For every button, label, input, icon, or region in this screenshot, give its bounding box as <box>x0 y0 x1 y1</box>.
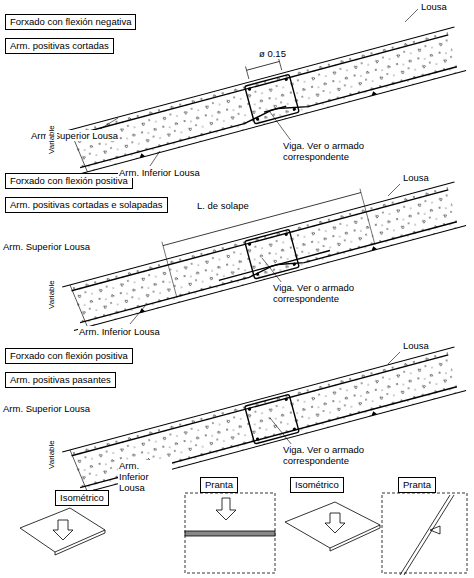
annotation-label: ø 0.15 <box>258 48 287 59</box>
annotation-label: Viga. Ver o armado correspondente <box>282 444 384 466</box>
box-text: Forxado con flexión negativa <box>10 16 131 27</box>
label-box: Isométrico <box>290 477 344 493</box>
box-text: Pranta <box>205 479 233 490</box>
annotation-label: Arm. Inferior Lousa <box>118 167 201 178</box>
label-box: Pranta <box>398 477 436 493</box>
annotation-label: Viga. Ver o armado correspondente <box>272 282 374 304</box>
label-box: Arm. positivas cortadas e solapadas <box>5 197 168 213</box>
box-text: Forxado con flexión positiva <box>10 350 128 361</box>
box-text: Arm. positivas cortadas e solapadas <box>10 199 163 210</box>
annotation-label: Arm. Superior Lousa <box>2 241 91 252</box>
label-box: Arm. positivas cortadas <box>5 38 114 54</box>
annotation-label: Variable <box>46 439 57 470</box>
box-text: Forxado con flexión positiva <box>10 175 128 186</box>
annotation-label: Lousa <box>402 172 430 183</box>
label-box: Isométrico <box>55 490 109 506</box>
label-box: Forxado con flexión positiva <box>5 348 133 364</box>
annotation-label: Arm. Inferior Lousa <box>118 460 172 493</box>
annotation-label: Lousa <box>420 1 448 12</box>
label-box: Pranta <box>200 477 238 493</box>
box-text: Arm. positivas cortadas <box>10 40 109 51</box>
annotation-label: Variable <box>46 124 57 155</box>
label-box: Arm. positivas pasantes <box>5 372 116 388</box>
box-text: Isométrico <box>295 479 339 490</box>
annotation-label: Arm. Superior Lousa <box>30 130 119 141</box>
label-box: Forxado con flexión negativa <box>5 14 136 30</box>
box-text: Arm. positivas pasantes <box>10 374 111 385</box>
annotation-label: Lousa <box>402 340 430 351</box>
box-text: Pranta <box>403 479 431 490</box>
annotation-label: Variable <box>46 279 57 310</box>
annotation-label: Arm. Superior Lousa <box>2 403 91 414</box>
box-text: Isométrico <box>60 492 104 503</box>
annotation-label: Arm. Inferior Lousa <box>78 326 161 337</box>
annotation-label: Viga. Ver o armado correspondente <box>282 140 384 162</box>
label-box: Forxado con flexión positiva <box>5 173 133 189</box>
annotation-label: L. de solape <box>196 200 250 211</box>
